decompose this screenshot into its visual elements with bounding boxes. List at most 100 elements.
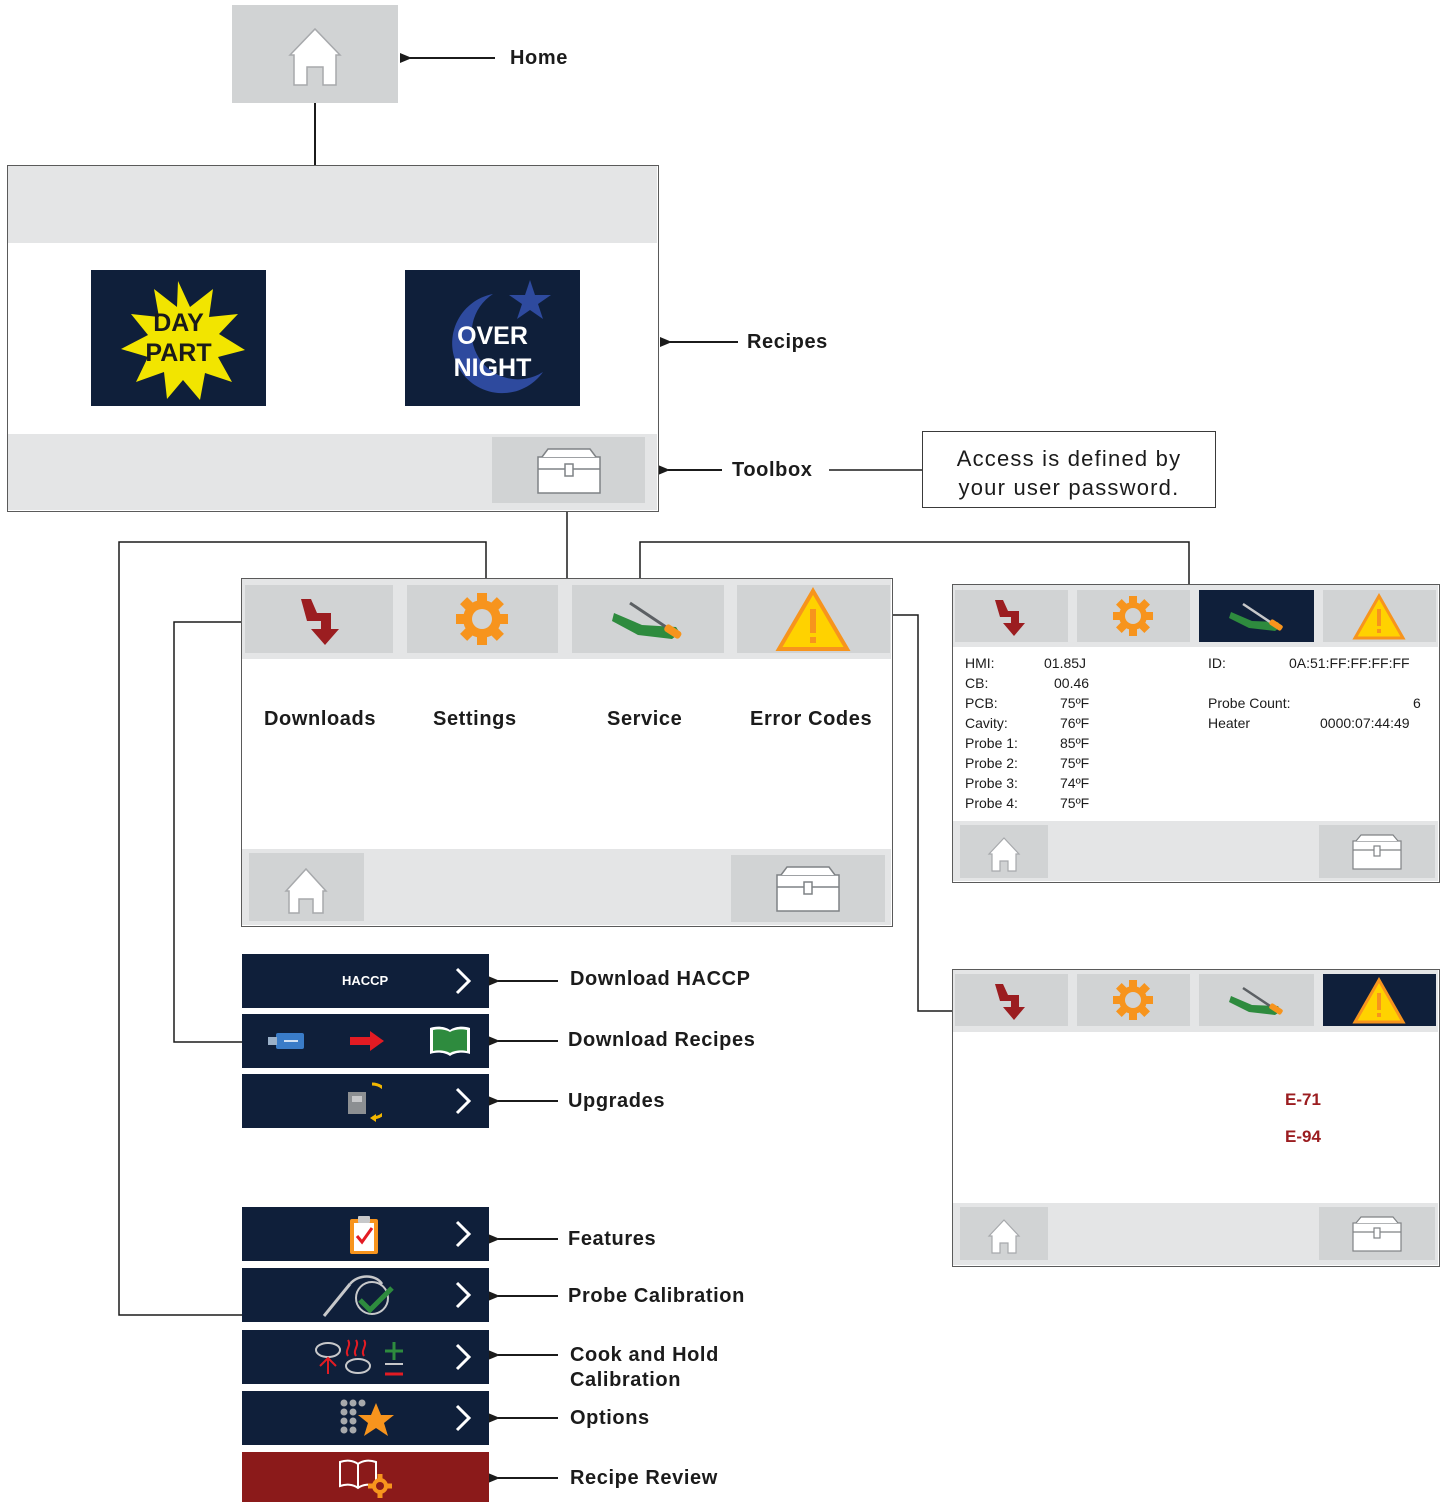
options-label: Options <box>570 1407 650 1429</box>
toolbox-icon <box>1352 834 1402 870</box>
over-night-line1: OVER <box>457 322 528 350</box>
recipes-label: Recipes <box>747 331 828 353</box>
download-haccp-button[interactable]: HACCP <box>242 954 489 1008</box>
pcb-value: 75ºF <box>1060 695 1090 711</box>
usb-drive-icon <box>268 1033 304 1049</box>
toolbox-button[interactable] <box>731 855 885 922</box>
recipe-review-button[interactable] <box>242 1452 489 1502</box>
day-part-tile[interactable]: DAY PART <box>91 270 266 406</box>
pcb-key: PCB: <box>965 695 998 711</box>
tab-service-active[interactable] <box>1199 590 1314 642</box>
tab-service[interactable] <box>1199 974 1314 1026</box>
toolbox-icon <box>537 448 601 494</box>
chevron-right-icon <box>455 1220 472 1248</box>
home-button[interactable] <box>232 5 398 103</box>
tab-error-codes-active[interactable] <box>1323 974 1436 1026</box>
toolbox-button[interactable] <box>492 437 645 503</box>
chevron-right-icon <box>455 967 472 995</box>
home-icon <box>987 837 1021 872</box>
downloads-label: Downloads <box>264 708 377 730</box>
warning-icon <box>775 587 851 651</box>
gear-icon <box>456 593 508 645</box>
probe1-key: Probe 1: <box>965 735 1018 751</box>
home-label: Home <box>510 47 568 69</box>
probe4-value: 75ºF <box>1060 795 1090 811</box>
cavity-key: Cavity: <box>965 715 1008 731</box>
error-code[interactable]: E-94 <box>1285 1127 1321 1146</box>
tab-settings[interactable] <box>1077 974 1190 1026</box>
upgrade-icon <box>348 1082 382 1122</box>
tab-settings[interactable] <box>407 585 558 653</box>
probe-calibration-button[interactable] <box>242 1268 489 1322</box>
error-codes-label: Error Codes <box>750 708 873 730</box>
hmi-value: 01.85J <box>1044 655 1087 671</box>
tab-downloads[interactable] <box>245 585 393 653</box>
chevron-right-icon <box>455 1087 472 1115</box>
probe-count-key: Probe Count: <box>1208 695 1291 711</box>
service-screen: HMI: 01.85J CB: 00.46 PCB: 75ºF Cavity: … <box>952 584 1440 883</box>
day-part-line1: DAY <box>153 309 204 337</box>
id-value: 0A:51:FF:FF:FF:FF <box>1289 655 1410 671</box>
toolbox-button[interactable] <box>1319 1207 1435 1260</box>
error-codes-screen: E-71 E-94 <box>952 969 1440 1267</box>
probe-check-icon <box>322 1275 394 1317</box>
probe-calibration-label: Probe Calibration <box>568 1285 745 1307</box>
download-arrow-icon <box>995 600 1025 636</box>
recipe-review-label: Recipe Review <box>570 1467 718 1489</box>
probe2-value: 75ºF <box>1060 755 1090 771</box>
tab-downloads[interactable] <box>955 590 1068 642</box>
password-note: Access is defined by your user password. <box>922 431 1216 508</box>
options-star-icon <box>340 1399 394 1436</box>
gear-icon <box>1113 596 1153 636</box>
cavity-value: 76ºF <box>1060 715 1090 731</box>
home-button-small[interactable] <box>249 853 364 921</box>
cook-hold-icon <box>315 1339 403 1376</box>
over-night-line2: NIGHT <box>453 354 532 382</box>
over-night-tile[interactable]: OVER NIGHT <box>405 270 580 406</box>
download-recipes-button[interactable] <box>242 1014 489 1068</box>
download-haccp-label: Download HACCP <box>570 968 751 990</box>
tab-downloads[interactable] <box>955 974 1068 1026</box>
settings-label: Settings <box>433 708 517 730</box>
wrench-screwdriver-icon <box>612 601 682 639</box>
sunburst-icon <box>121 281 245 400</box>
toolbox-icon <box>776 866 840 912</box>
service-label: Service <box>607 708 683 730</box>
arrow-right-icon <box>350 1031 384 1051</box>
tab-error-codes[interactable] <box>1323 590 1436 642</box>
recipes-header-bar <box>8 166 657 243</box>
home-button-small[interactable] <box>960 1207 1048 1260</box>
download-recipes-label: Download Recipes <box>568 1029 756 1051</box>
cook-hold-label: Cook and Hold Calibration <box>570 1344 719 1391</box>
chevron-right-icon <box>455 1404 472 1432</box>
warning-icon <box>1352 976 1406 1024</box>
cook-hold-calibration-button[interactable] <box>242 1330 489 1384</box>
home-icon <box>288 27 342 86</box>
options-button[interactable] <box>242 1391 489 1445</box>
error-code[interactable]: E-71 <box>1285 1090 1321 1109</box>
recipe-book-icon <box>430 1026 470 1056</box>
probe4-key: Probe 4: <box>965 795 1018 811</box>
probe3-value: 74ºF <box>1060 775 1090 791</box>
tab-service[interactable] <box>572 585 724 653</box>
upgrades-button[interactable] <box>242 1074 489 1128</box>
haccp-text: HACCP <box>342 973 389 988</box>
probe-count-value: 6 <box>1413 695 1421 711</box>
home-button-small[interactable] <box>960 825 1048 878</box>
id-key: ID: <box>1208 655 1226 671</box>
probe2-key: Probe 2: <box>965 755 1018 771</box>
heater-key: Heater <box>1208 715 1251 731</box>
home-icon <box>987 1219 1021 1254</box>
tab-settings[interactable] <box>1077 590 1190 642</box>
tab-error-codes[interactable] <box>737 585 890 653</box>
toolbox-screen <box>241 578 893 927</box>
day-part-line2: PART <box>145 339 212 367</box>
heater-value: 0000:07:44:49 <box>1320 715 1410 731</box>
toolbox-icon <box>1352 1216 1402 1252</box>
moon-star-icon <box>452 280 551 394</box>
features-button[interactable] <box>242 1207 489 1261</box>
clipboard-checklist-icon <box>350 1216 378 1254</box>
book-gear-icon <box>339 1459 392 1498</box>
toolbox-button[interactable] <box>1319 825 1435 878</box>
